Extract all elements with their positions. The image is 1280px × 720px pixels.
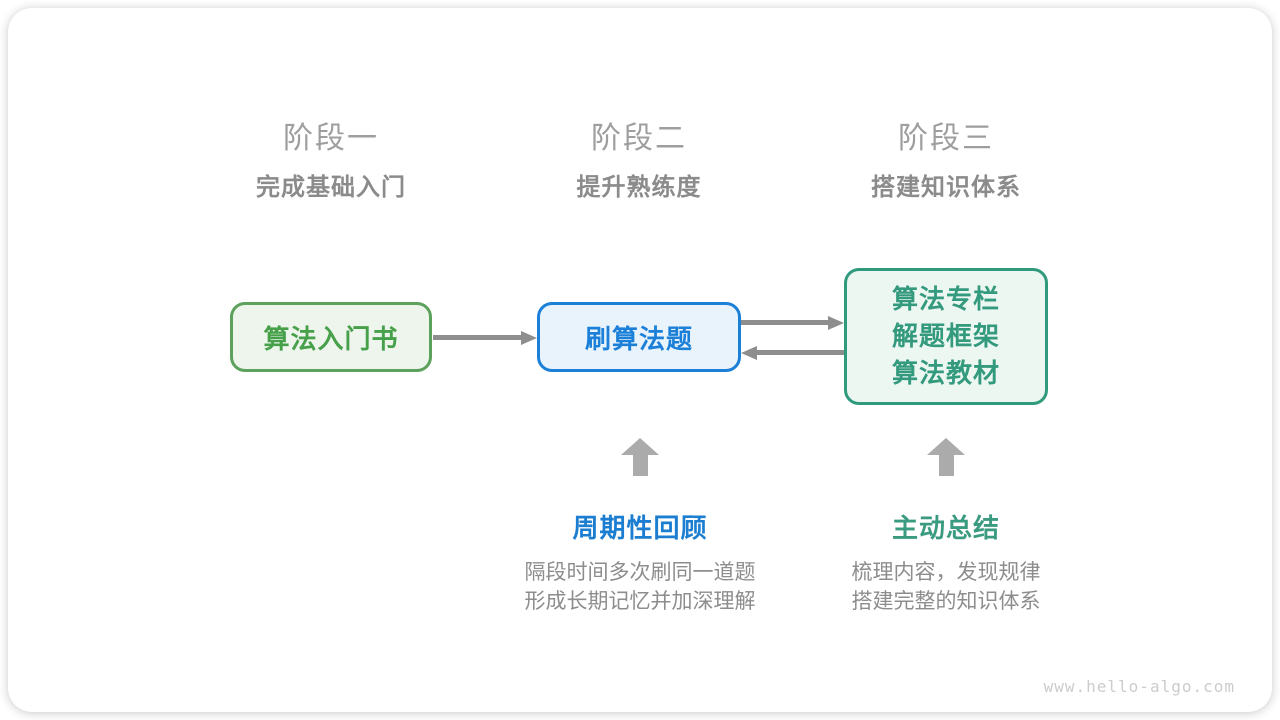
stage-2-title: 阶段二 (591, 122, 687, 155)
box-resources-line-1: 算法专栏 (891, 284, 1000, 314)
label-active-summary: 主动总结 (891, 513, 1000, 543)
box-knowledge-resources: 算法专栏 解题框架 算法教材 (844, 268, 1048, 405)
stage-1-header: 阶段一 完成基础入门 (181, 120, 481, 203)
desc-active-summary: 梳理内容，发现规律 搭建完整的知识体系 (776, 558, 1116, 616)
desc-line: 形成长期记忆并加深理解 (524, 590, 756, 613)
desc-line: 搭建完整的知识体系 (851, 590, 1041, 613)
desc-periodic-review: 隔段时间多次刷同一道题 形成长期记忆并加深理解 (470, 558, 810, 616)
arrow-left-icon (741, 345, 844, 360)
arrow-line (757, 350, 844, 355)
stage-1-title: 阶段一 (283, 122, 379, 155)
box-intro-book-label: 算法入门书 (263, 323, 399, 354)
arrow-head-right-icon (521, 330, 537, 345)
up-arrow-icon (621, 438, 659, 476)
label-periodic-review: 周期性回顾 (572, 513, 708, 543)
up-arrow-stem (632, 455, 648, 476)
up-arrow-icon (927, 438, 965, 476)
up-arrow-head (621, 438, 659, 455)
arrow-head-left-icon (741, 345, 757, 360)
stage-1-subtitle: 完成基础入门 (256, 174, 406, 201)
stage-3-header: 阶段三 搭建知识体系 (796, 120, 1096, 203)
desc-line: 隔段时间多次刷同一道题 (524, 561, 756, 584)
box-resources-line-3: 算法教材 (891, 358, 1000, 388)
arrow-line (741, 320, 828, 325)
stage-2-subtitle: 提升熟练度 (576, 174, 702, 201)
up-arrow-stem (938, 455, 954, 476)
site-watermark: www.hello-algo.com (1043, 677, 1235, 696)
arrow-line (433, 335, 521, 340)
up-arrow-head (927, 438, 965, 455)
box-intro-book: 算法入门书 (230, 302, 432, 372)
box-practice-label: 刷算法题 (584, 323, 693, 354)
stage-3-title: 阶段三 (898, 122, 994, 155)
stage-2-header: 阶段二 提升熟练度 (489, 120, 789, 203)
arrow-head-right-icon (828, 315, 844, 330)
stage-3-subtitle: 搭建知识体系 (871, 174, 1021, 201)
desc-line: 梳理内容，发现规律 (851, 561, 1041, 584)
box-practice-problems: 刷算法题 (537, 302, 741, 372)
arrow-right-icon (741, 315, 844, 330)
box-resources-line-2: 解题框架 (891, 321, 1000, 351)
arrow-right-icon (433, 330, 537, 345)
